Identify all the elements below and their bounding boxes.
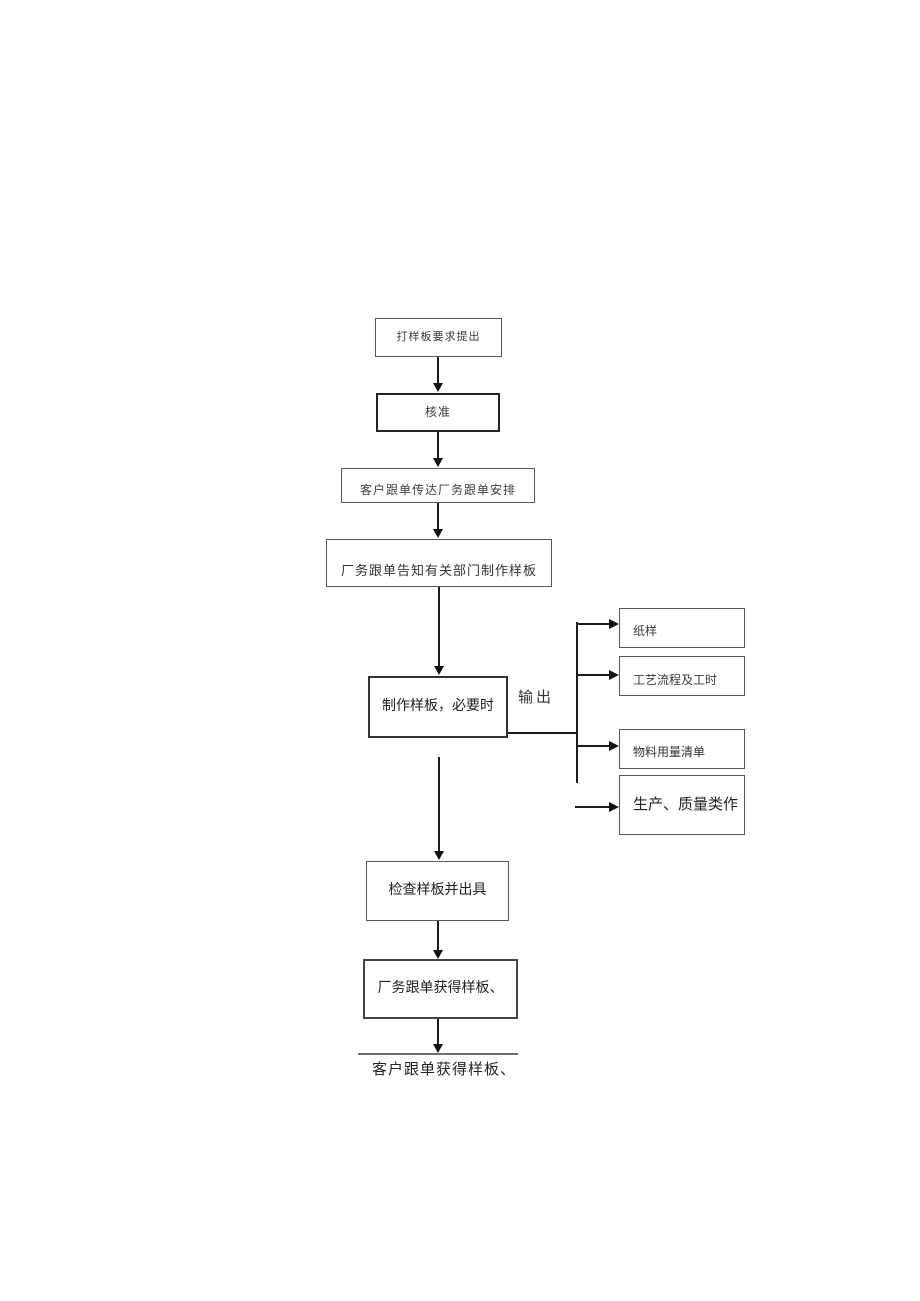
output-box-process-hours: 工艺流程及工时 (619, 656, 745, 696)
arrow-line-right (575, 806, 609, 808)
arrow-head-right (609, 619, 619, 629)
flow-box-notify-departments: 厂务跟单告知有关部门制作样板 (326, 539, 552, 587)
arrow-line-down (438, 587, 440, 666)
arrow-head-down (434, 666, 444, 675)
flow-box-make-sample: 制作样板，必要时 (368, 676, 508, 738)
flow-text-customer-obtain: 客户跟单获得样板、 (372, 1062, 517, 1078)
arrow-line-down (437, 357, 439, 383)
output-label: 输出 (518, 690, 555, 706)
arrow-line-right (578, 745, 609, 747)
flow-box-approve: 核准 (376, 393, 500, 432)
flow-box-sample-request: 打样板要求提出 (375, 318, 502, 357)
output-connector-vertical (576, 622, 578, 783)
output-box-production-quality: 生产、质量类作 (619, 775, 745, 835)
arrow-head-right (609, 802, 619, 812)
terminator-line (358, 1053, 518, 1055)
arrow-head-right (609, 670, 619, 680)
arrow-head-right (609, 741, 619, 751)
arrow-head-down (433, 383, 443, 392)
arrow-head-down (433, 529, 443, 538)
flow-box-customer-convey: 客户跟单传达厂务跟单安排 (341, 468, 535, 503)
flow-box-factory-obtain: 厂务跟单获得样板、 (363, 959, 518, 1019)
arrow-line-down (437, 921, 439, 950)
arrow-line-down (438, 757, 440, 851)
arrow-head-down (433, 458, 443, 467)
arrow-line-down (437, 503, 439, 529)
arrow-line-right (578, 623, 609, 625)
arrow-line-right (578, 674, 609, 676)
arrow-head-down (433, 950, 443, 959)
arrow-head-down (433, 1044, 443, 1053)
arrow-head-down (434, 851, 444, 860)
flow-box-inspect-sample: 检查样板并出具 (366, 861, 509, 921)
arrow-line-down (437, 1019, 439, 1044)
output-connector-horizontal (508, 732, 577, 734)
arrow-line-down (437, 432, 439, 458)
output-box-material-list: 物料用量清单 (619, 729, 745, 769)
output-box-paper-pattern: 纸样 (619, 608, 745, 648)
